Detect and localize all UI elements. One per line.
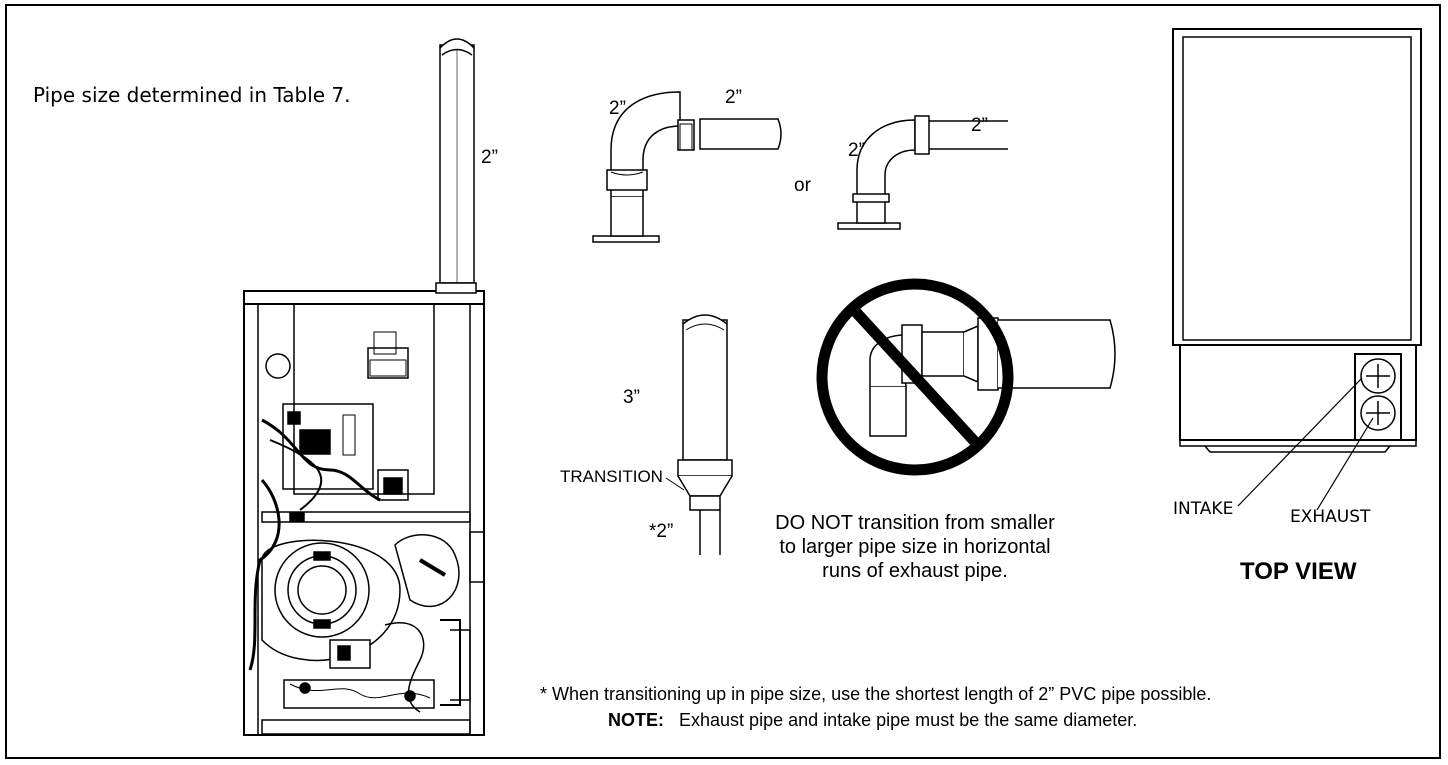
elbow-b-size-label: 2” [848,140,865,161]
transition-upper-size-label: 3” [623,387,640,408]
furnace-illustration [243,282,485,736]
footnote: * When transitioning up in pipe size, us… [540,684,1212,704]
elbow-configuration-b [837,115,1008,230]
prohibited-caption-line-1: DO NOT transition from smaller [775,512,1055,534]
vertical-vent-pipe [439,38,475,284]
left-note: Pipe size determined in Table 7. [33,83,351,107]
exhaust-label: EXHAUST [1290,507,1371,527]
elbow-configuration-a [592,91,782,243]
intake-label: INTAKE [1173,499,1234,519]
or-label: or [794,175,811,196]
elbow-a-size-label: 2” [609,98,626,119]
transition-label: TRANSITION [560,467,663,486]
elbow-a-pipe-size-label: 2” [725,87,742,108]
note-label: NOTE: [608,710,664,730]
vertical-pipe-size-label: 2” [481,147,498,168]
prohibited-transition [816,278,1116,476]
top-view-illustration [1172,28,1422,511]
prohibited-caption: DO NOT transition from smaller to larger… [760,511,1070,583]
top-view-title: TOP VIEW [1240,558,1357,585]
prohibited-caption-line-2: to larger pipe size in horizontal [779,536,1051,558]
prohibited-caption-line-3: runs of exhaust pipe. [822,560,1008,582]
note-line: NOTE: Exhaust pipe and intake pipe must … [608,710,1137,731]
transition-pipe [665,314,733,555]
elbow-b-pipe-size-label: 2” [971,115,988,136]
note-text: Exhaust pipe and intake pipe must be the… [679,710,1138,730]
diagram-frame [5,4,1441,759]
transition-lower-size-label: *2” [649,521,674,542]
